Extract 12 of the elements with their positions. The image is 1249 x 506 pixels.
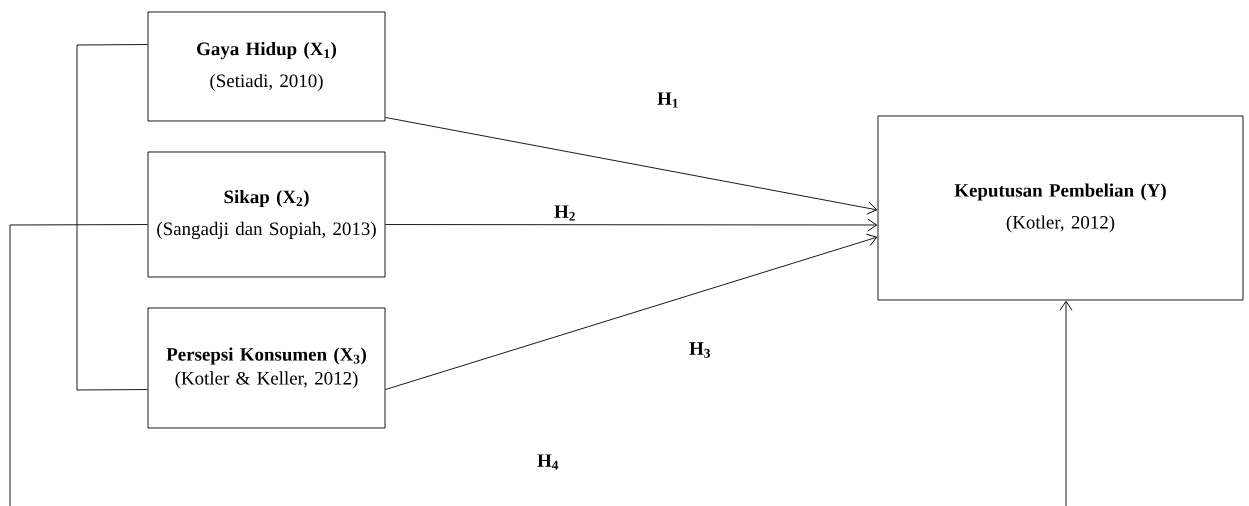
arrow [385, 233, 878, 390]
variable-box: Sikap (X$_{2}$) (Sangadji dan Sopiah, 2013) [147, 151, 386, 278]
edge-label: H$_{3}$ [689, 342, 710, 358]
variable-box: Gaya Hidup (X$_{1}$) (Setiadi, 2010) [147, 11, 386, 122]
variable-box: Keputusan Pembelian (Y) (Kotler, 2012) [877, 115, 1244, 301]
arrow [385, 218, 878, 232]
edge-label: H$_{1}$ [657, 92, 678, 108]
arrow [385, 117, 878, 215]
edge-label: H$_{2}$ [554, 205, 575, 221]
arrow [1059, 300, 1073, 506]
variable-box: Persepsi Konsumen (X$_{3}$) (Kotler & Keller, 2012) [147, 307, 386, 429]
hypothesis-label: H$_{4}$ [537, 454, 559, 470]
